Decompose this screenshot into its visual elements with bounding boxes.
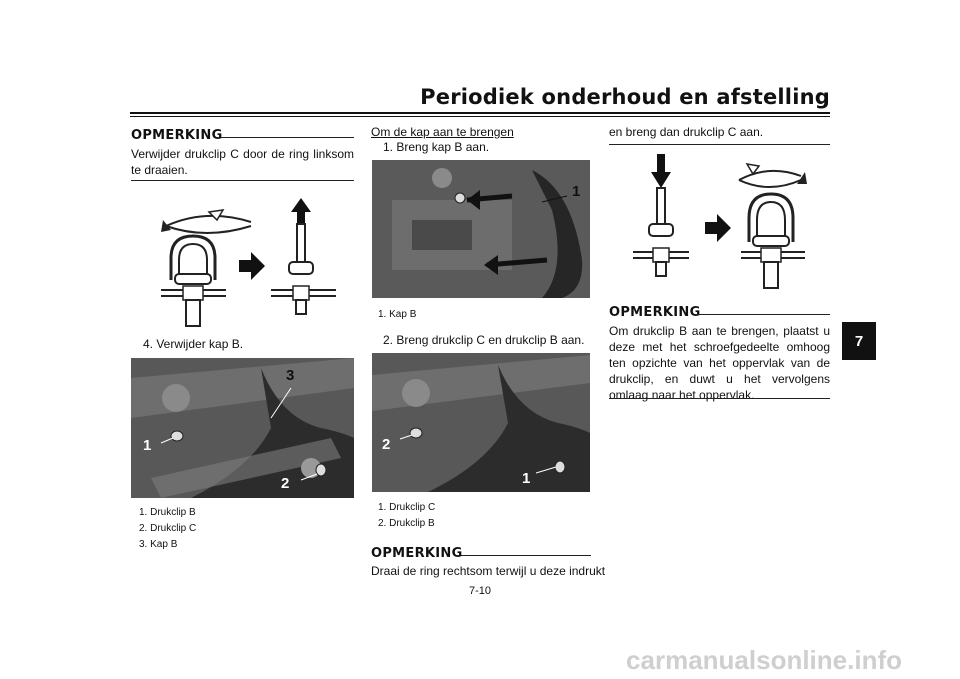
callout-1: 1 — [522, 470, 530, 487]
callout-2: 2 — [382, 436, 390, 453]
note-rule-end — [609, 144, 830, 145]
note-title-3: OPMERKING — [609, 305, 701, 320]
header-rule — [130, 112, 830, 114]
page-number: 7-10 — [468, 585, 492, 597]
note-text-1: Verwijder drukclip C door de ring linkso… — [131, 147, 354, 177]
header-rule-thin — [130, 116, 830, 117]
chapter-tab[interactable]: 7 — [842, 322, 876, 360]
note-text-continued: en breng dan drukclip C aan. — [609, 125, 764, 139]
clip-install-diagram — [633, 154, 807, 289]
note-rule-end — [131, 180, 354, 181]
callout-1: 1 — [572, 183, 580, 200]
caption-item: 1. Drukclip B — [139, 507, 196, 518]
caption-item: 3. Kap B — [139, 539, 178, 550]
note-title-2: OPMERKING — [371, 546, 463, 561]
clip-removal-diagram — [161, 198, 336, 327]
note-rule-end — [609, 398, 830, 399]
note-text-3: Om drukclip B aan te brengen, plaatst u … — [609, 324, 830, 402]
step-2: 2. Breng drukclip C en drukclip B aan. — [383, 333, 585, 347]
callout-3: 3 — [286, 367, 294, 384]
caption-kap-b: 1. Kap B — [378, 309, 417, 320]
step-4: 4. Verwijder kap B. — [143, 337, 244, 351]
section-heading: Om de kap aan te brengen — [371, 125, 514, 139]
caption-item: 2. Drukclip C — [139, 523, 197, 534]
page-title: Periodiek onderhoud en afstelling — [420, 85, 830, 109]
caption-item: 1. Drukclip C — [378, 502, 436, 513]
note-rule — [697, 314, 830, 315]
watermark: carmanualsonline.info — [626, 645, 902, 675]
callout-1: 1 — [143, 437, 151, 454]
caption-list-2: 1. Drukclip C 2. Drukclip B — [378, 500, 435, 532]
caption-list-1: 1. Drukclip B 2. Drukclip C 3. Kap B — [139, 505, 196, 553]
caption-item: 2. Drukclip B — [378, 518, 435, 529]
step-1: 1. Breng kap B aan. — [383, 140, 490, 154]
photo-install-cover: 1 — [372, 160, 590, 298]
note-text-2: Draai de ring rechtsom terwijl u deze in… — [371, 564, 606, 578]
photo-install-clips: 2 1 — [372, 353, 590, 492]
callout-2: 2 — [281, 475, 289, 492]
note-rule — [221, 137, 354, 138]
note-rule — [461, 555, 591, 556]
note-title-1: OPMERKING — [131, 128, 223, 143]
photo-remove-cover: 3 1 2 — [131, 358, 354, 498]
